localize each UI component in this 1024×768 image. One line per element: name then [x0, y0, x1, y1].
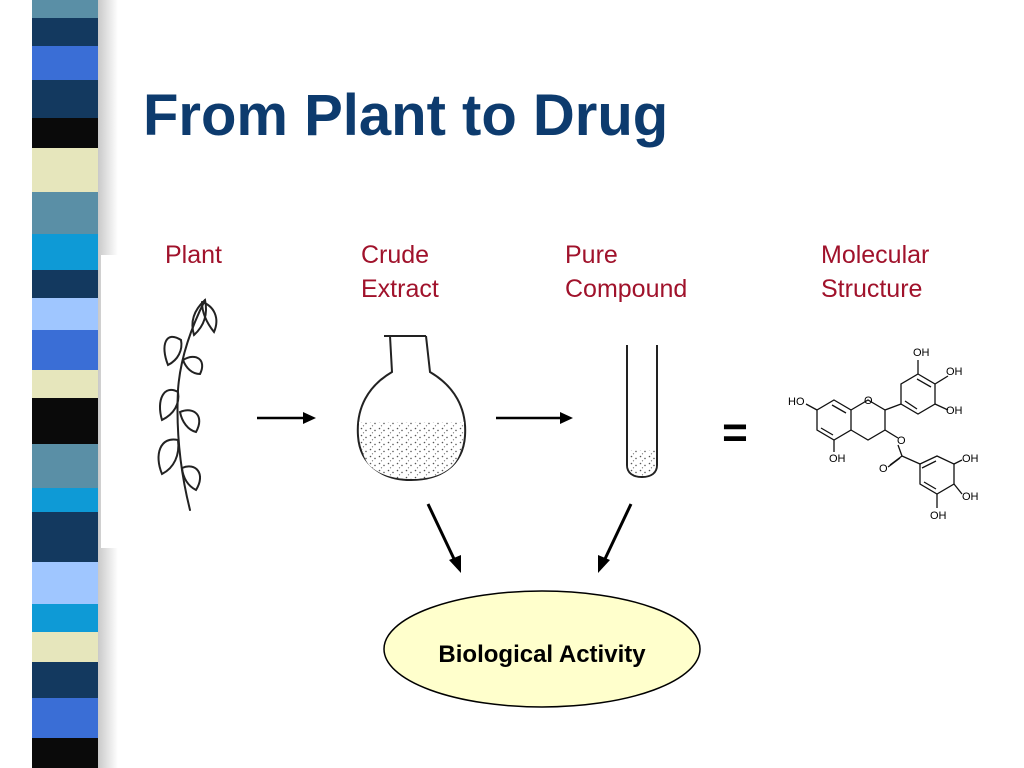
stage-label-pure-compound: Pure Compound — [565, 238, 687, 306]
stage-label-plant: Plant — [165, 238, 222, 272]
arrow-plant-to-extract — [257, 412, 316, 424]
biological-activity-label: Biological Activity — [438, 641, 646, 668]
stage-label-line: Plant — [165, 241, 222, 269]
plant-sprig-icon — [157, 298, 218, 511]
atom-label: OH — [946, 405, 963, 417]
stage-label-line: Compound — [565, 275, 688, 303]
atom-label: O — [864, 395, 873, 407]
atom-label: HO — [788, 396, 805, 408]
stage-label-line: Structure — [821, 275, 923, 303]
arrow-extract-to-compound — [496, 412, 573, 424]
atom-label: OH — [829, 453, 846, 465]
decorative-stripe-bar — [32, 0, 98, 768]
atom-label: OH — [962, 491, 979, 503]
atom-label: OH — [946, 366, 963, 378]
arrow-compound-to-activity — [598, 503, 633, 573]
test-tube-icon — [626, 345, 658, 479]
stage-label-line: Crude — [361, 241, 430, 269]
biological-activity-node: Biological Activity — [383, 590, 701, 708]
round-flask-icon — [356, 335, 467, 482]
stage-label-line: Molecular — [821, 241, 930, 269]
atom-label: OH — [913, 347, 930, 359]
atom-label: OH — [962, 453, 979, 465]
stage-label-line: Extract — [361, 275, 439, 303]
molecule-atom-labels: OH OH OH HO O OH O O OH OH OH — [788, 347, 979, 522]
atom-label: OH — [930, 510, 947, 522]
arrow-extract-to-activity — [426, 503, 461, 573]
atom-label: O — [879, 463, 888, 475]
atom-label: O — [897, 435, 906, 447]
molecule-structure-icon — [805, 360, 963, 508]
equals-sign: = — [722, 408, 748, 457]
stage-label-molecular-structure: Molecular Structure — [821, 238, 929, 306]
slide-title: From Plant to Drug — [143, 83, 669, 148]
stage-label-line: Pure — [565, 241, 618, 269]
stage-label-crude-extract: Crude Extract — [361, 238, 439, 306]
